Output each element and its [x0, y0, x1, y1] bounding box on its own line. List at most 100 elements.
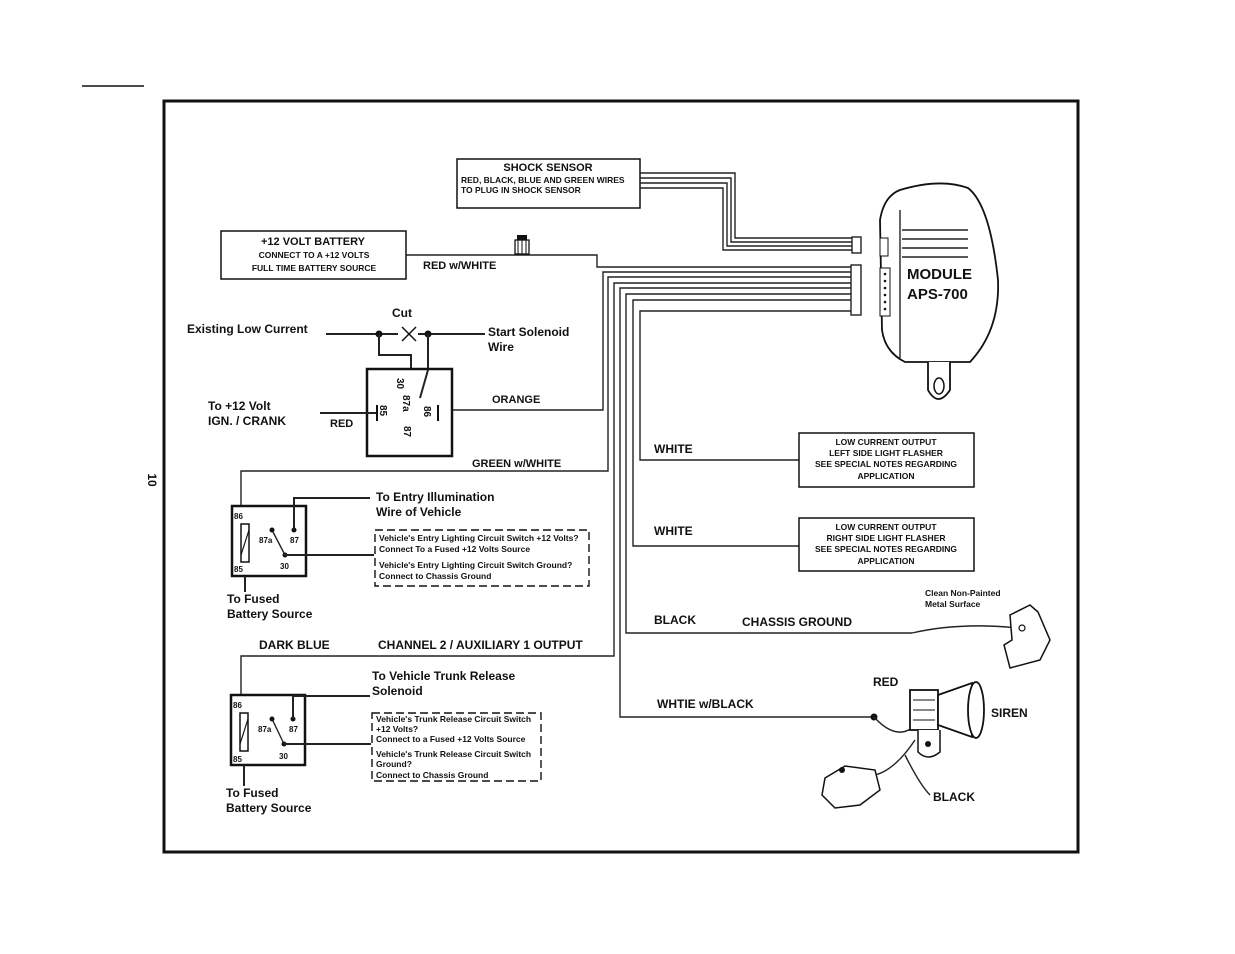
right-flasher-line3: SEE SPECIAL NOTES REGARDING	[815, 544, 957, 554]
left-flasher-line3: SEE SPECIAL NOTES REGARDING	[815, 459, 957, 469]
dark-blue-wire	[240, 282, 851, 695]
battery-wire	[406, 254, 851, 268]
start-solenoid-line1: Start Solenoid	[488, 325, 569, 339]
dome-note1a: Vehicle's Entry Lighting Circuit Switch …	[379, 533, 579, 543]
ground-note1: Clean Non-Painted	[925, 588, 1001, 598]
orange-wire-label: ORANGE	[492, 394, 540, 406]
chassis-ground-label: CHASSIS GROUND	[742, 615, 852, 629]
shock-sensor-box: SHOCK SENSOR RED, BLACK, BLUE AND GREEN …	[456, 158, 641, 209]
trunk-pin-87: 87	[289, 725, 298, 734]
right-flasher-line1: LOW CURRENT OUTPUT	[835, 522, 937, 532]
siren-black-label: BLACK	[933, 790, 975, 804]
starter-pin-87a: 87a	[400, 395, 411, 412]
green-white-wire	[240, 276, 851, 506]
left-flasher-line4: APPLICATION	[858, 471, 915, 481]
channel-2-label: CHANNEL 2 / AUXILIARY 1 OUTPUT	[378, 638, 583, 652]
trunk-pin-87a: 87a	[258, 725, 272, 734]
battery-line1: CONNECT TO A +12 VOLTS	[259, 250, 370, 260]
shock-sensor-title: SHOCK SENSOR	[503, 162, 592, 174]
dome-pin-85: 85	[234, 565, 243, 574]
dome-note2a: Vehicle's Entry Lighting Circuit Switch …	[379, 560, 572, 570]
right-flasher-line4: APPLICATION	[858, 556, 915, 566]
starter-pin-87: 87	[401, 426, 412, 438]
left-flasher-box: LOW CURRENT OUTPUT LEFT SIDE LIGHT FLASH…	[798, 432, 975, 488]
trunk-pin-86: 86	[233, 701, 242, 710]
white-right-label: WHITE	[654, 524, 693, 538]
dome-note-box: Vehicle's Entry Lighting Circuit Switch …	[374, 529, 590, 587]
siren-label: SIREN	[991, 706, 1028, 720]
ground-note2: Metal Surface	[925, 599, 981, 609]
trunk-target-line1: To Vehicle Trunk Release	[372, 669, 516, 683]
starter-pin-86: 86	[421, 406, 432, 418]
dome-fused-line2: Battery Source	[227, 607, 313, 621]
battery-wire-label: RED w/WHITE	[423, 260, 496, 272]
shock-sensor-line1: RED, BLACK, BLUE AND GREEN WIRES	[461, 175, 625, 185]
siren-red-label: RED	[873, 675, 899, 689]
right-flasher-box: LOW CURRENT OUTPUT RIGHT SIDE LIGHT FLAS…	[798, 517, 975, 572]
trunk-note-box: Vehicle's Trunk Release Circuit Switch +…	[371, 712, 542, 782]
trunk-note2c: Connect to Chassis Ground	[376, 770, 488, 780]
white-left-wire	[639, 310, 851, 461]
white-black-wire	[619, 287, 874, 718]
white-black-label: WHTIE w/BLACK	[657, 697, 754, 711]
ign-label-line1: To +12 Volt	[208, 399, 271, 413]
starter-relay: 30 87a 85 86 87	[320, 326, 485, 458]
trunk-note2b: Ground?	[376, 759, 412, 769]
trunk-note1c: Connect to a Fused +12 Volts Source	[376, 734, 526, 744]
module-aps700: MODULE APS-700	[879, 182, 999, 400]
dome-fused-line1: To Fused	[227, 592, 279, 606]
module-label-line2: APS-700	[907, 286, 968, 303]
dome-target-line1: To Entry Illumination	[376, 490, 494, 504]
black-wire	[625, 293, 912, 634]
siren-ground-bracket-icon	[821, 765, 881, 809]
trunk-target-line2: Solenoid	[372, 684, 423, 698]
right-flasher-line2: RIGHT SIDE LIGHT FLASHER	[827, 533, 946, 543]
trunk-fused-line2: Battery Source	[226, 801, 312, 815]
white-left-label: WHITE	[654, 442, 693, 456]
white-right-wire	[632, 299, 851, 547]
chassis-bracket-icon	[1003, 604, 1051, 669]
ign-label-line2: IGN. / CRANK	[208, 414, 286, 428]
red-wire-label: RED	[330, 418, 353, 430]
trunk-pin-30: 30	[279, 752, 288, 761]
main-harness-connector	[850, 264, 862, 316]
shock-sensor-line2: TO PLUG IN SHOCK SENSOR	[461, 185, 581, 195]
dome-note1b: Connect To a Fused +12 Volts Source	[379, 544, 530, 554]
existing-current-label: Existing Low Current	[187, 322, 308, 336]
trunk-note1a: Vehicle's Trunk Release Circuit Switch	[376, 714, 531, 724]
trunk-note2a: Vehicle's Trunk Release Circuit Switch	[376, 749, 531, 759]
left-flasher-line2: LEFT SIDE LIGHT FLASHER	[829, 448, 943, 458]
dome-pin-30: 30	[280, 562, 289, 571]
shock-sensor-connector	[851, 236, 862, 254]
dome-target-line2: Wire of Vehicle	[376, 505, 462, 519]
battery-box: +12 VOLT BATTERY CONNECT TO A +12 VOLTS …	[220, 230, 407, 280]
siren-icon	[873, 681, 985, 796]
dark-blue-label: DARK BLUE	[259, 638, 330, 652]
cut-label: Cut	[392, 306, 412, 320]
fuse-holder-icon	[514, 235, 530, 255]
trunk-fused-line1: To Fused	[226, 786, 278, 800]
orange-wire	[438, 271, 851, 411]
battery-title: +12 VOLT BATTERY	[261, 236, 366, 248]
ground-wire-tail	[911, 625, 1019, 634]
left-flasher-line1: LOW CURRENT OUTPUT	[835, 437, 937, 447]
trunk-note1b: +12 Volts?	[376, 724, 418, 734]
black-wire-label: BLACK	[654, 613, 696, 627]
dome-pin-86: 86	[234, 512, 243, 521]
start-solenoid-line2: Wire	[488, 340, 514, 354]
diagram-frame	[162, 99, 1080, 854]
dome-pin-87: 87	[290, 536, 299, 545]
shock-sensor-wires	[640, 172, 852, 251]
dome-relay: 86 85 87a 87 30	[230, 497, 374, 592]
starter-pin-30: 30	[394, 378, 405, 390]
trunk-relay: 86 85 87a 87 30	[229, 693, 371, 786]
starter-pin-85: 85	[377, 405, 388, 417]
page-number: 10	[145, 473, 159, 487]
module-label-line1: MODULE	[907, 266, 972, 283]
dome-note2b: Connect to Chassis Ground	[379, 571, 491, 581]
battery-line2: FULL TIME BATTERY SOURCE	[252, 263, 377, 273]
green-white-label: GREEN w/WHITE	[472, 458, 561, 470]
trunk-pin-85: 85	[233, 755, 242, 764]
dome-pin-87a: 87a	[259, 536, 273, 545]
